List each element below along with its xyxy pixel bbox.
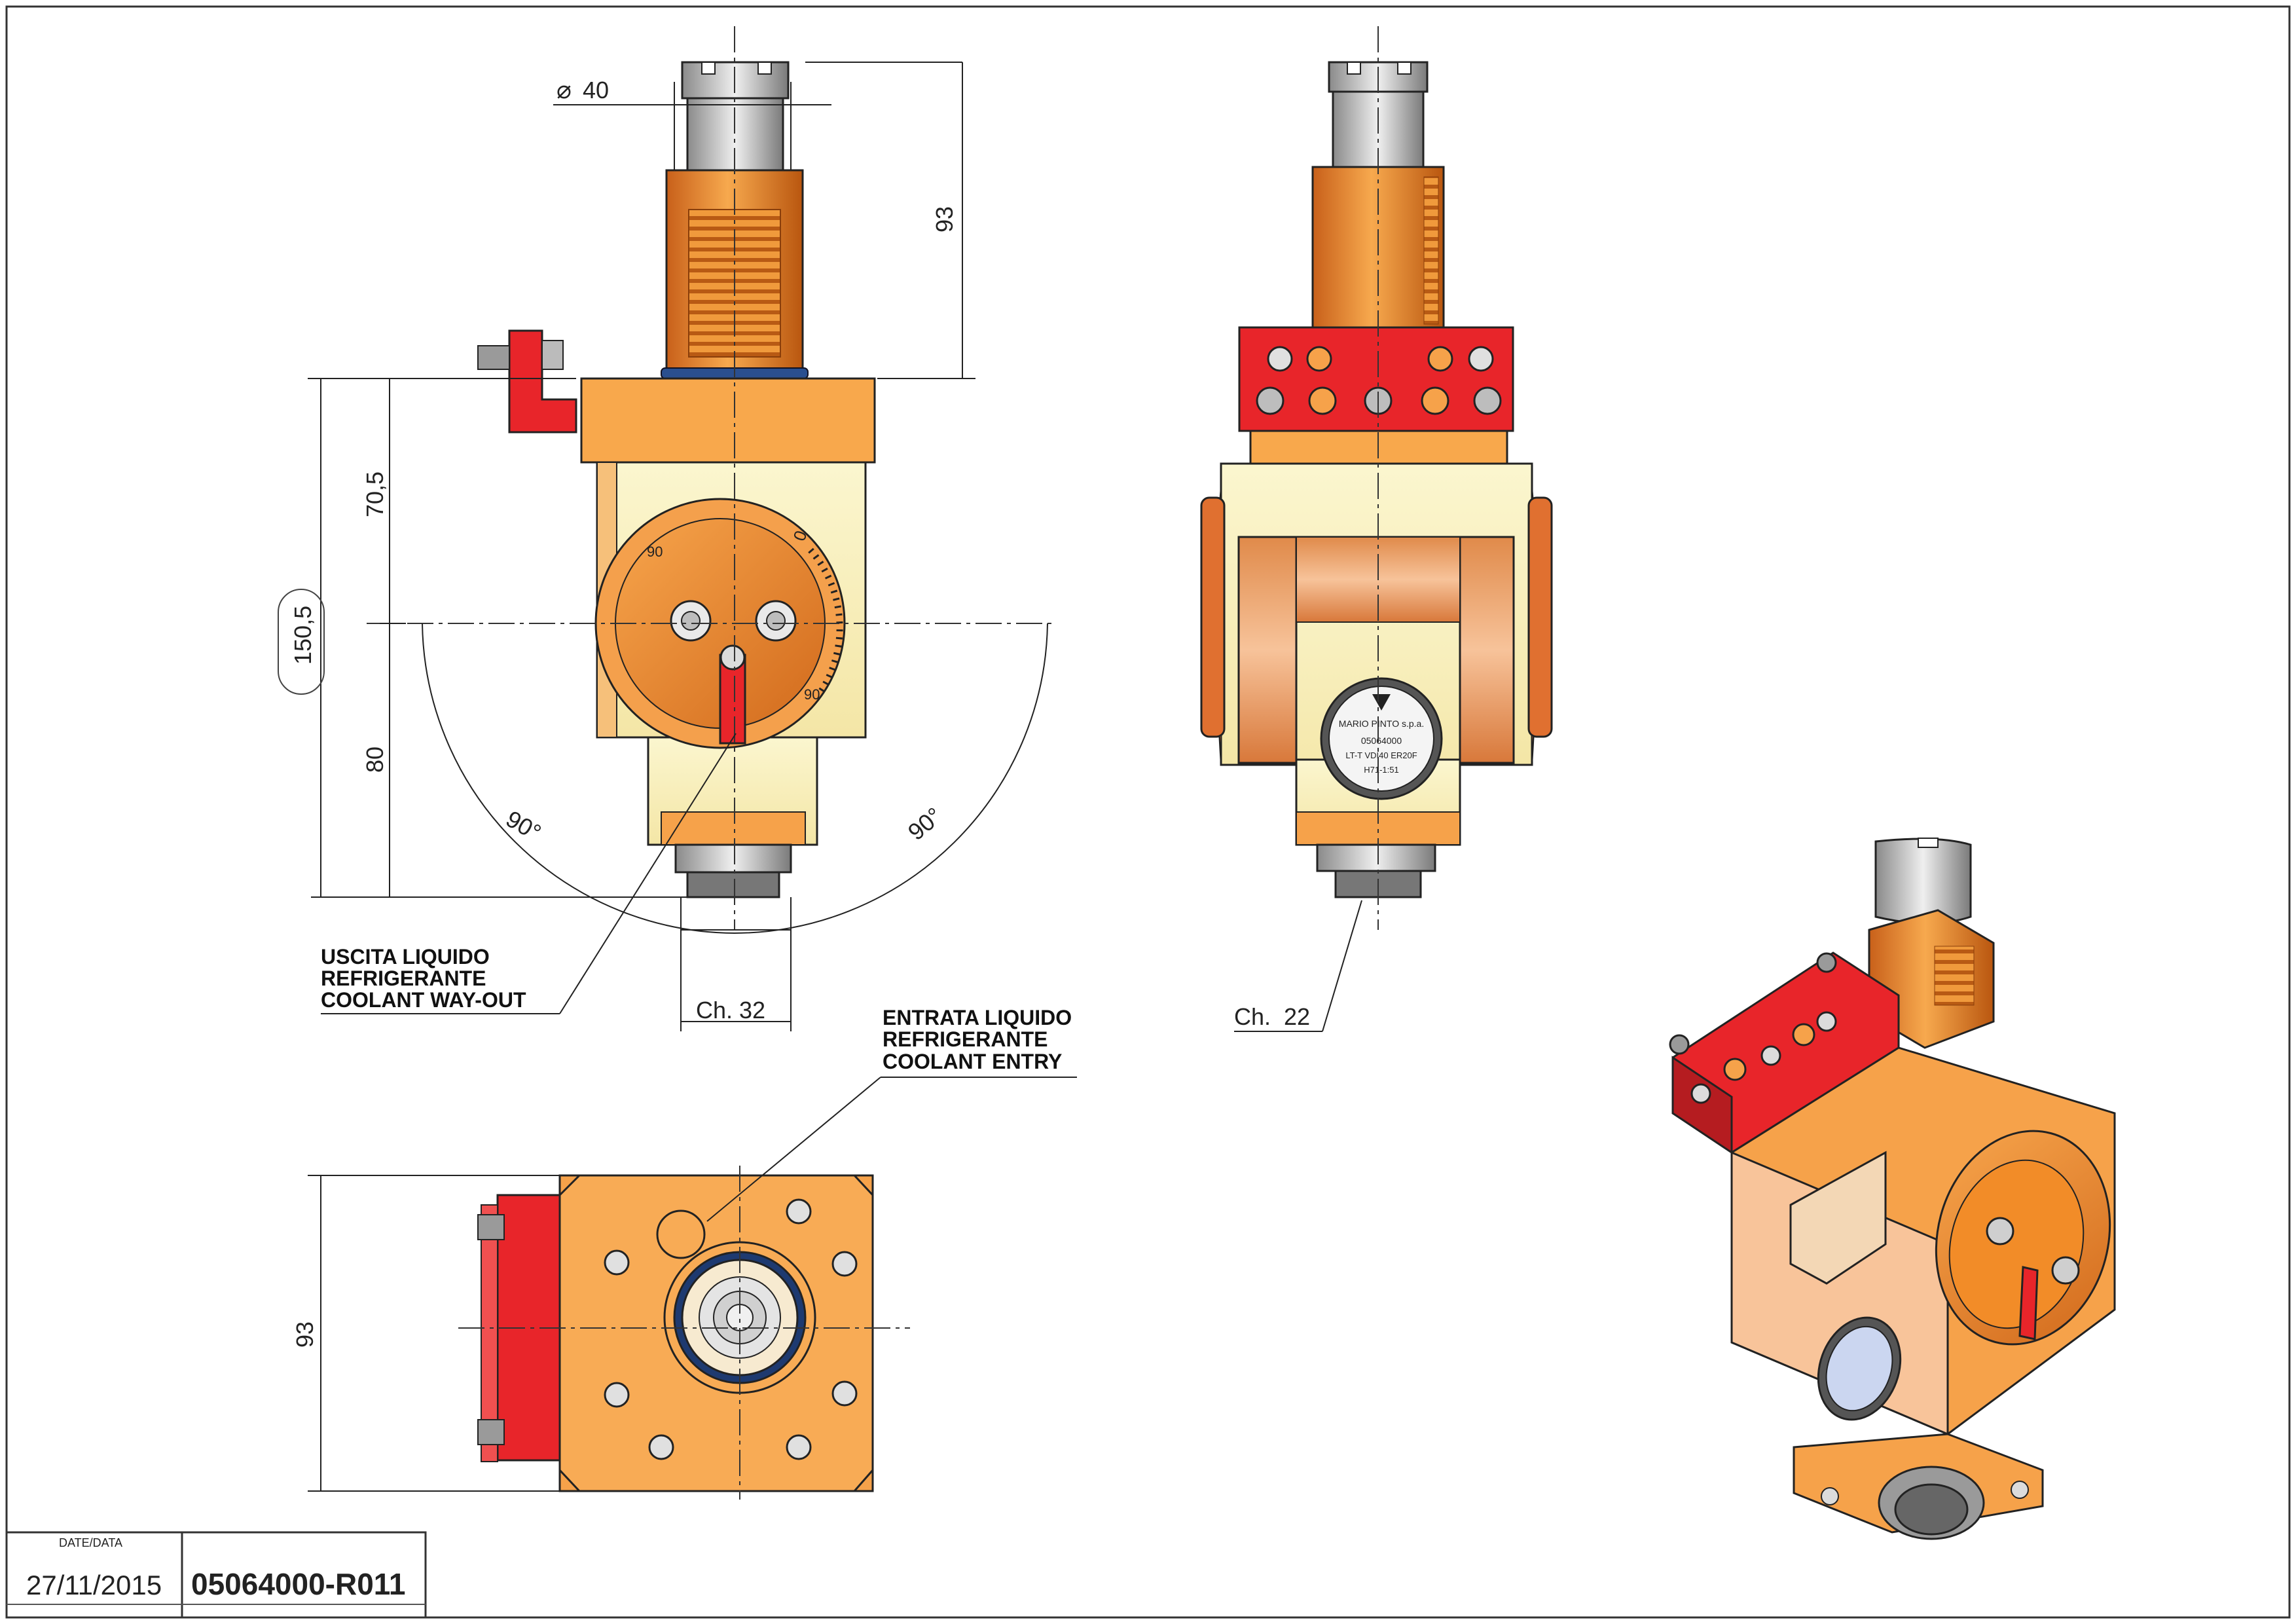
nameplate-brand: MARIO PINTO s.p.a. <box>1339 718 1424 729</box>
callout-out-line1: USCITA LIQUIDO <box>321 945 490 969</box>
dim-angle-right: 90° <box>903 802 947 845</box>
callout-in-line3: COOLANT ENTRY <box>883 1050 1062 1073</box>
callout-in-line1: ENTRATA LIQUIDO <box>883 1006 1072 1029</box>
dim-wrench-front: Ch. 32 <box>696 997 765 1024</box>
diameter-symbol: ⌀ <box>556 77 572 104</box>
side-dimensions <box>1234 900 1362 1032</box>
dim-diameter: 40 <box>583 77 609 103</box>
nameplate-model: LT-T VDI40 ER20F <box>1345 750 1417 760</box>
dim-angle-left: 90° <box>501 805 546 846</box>
callout-out-line2: REFRIGERANTE <box>321 967 486 990</box>
title-drawing-number: 05064000-R011 <box>191 1567 405 1601</box>
drawing-frame <box>5 5 2291 1619</box>
nameplate-ratio: H71-1:51 <box>1364 765 1398 775</box>
dim-height-top: 93 <box>931 206 958 232</box>
front-view: 0 90 90 <box>367 26 1054 930</box>
front-dimension-labels: ⌀ 40 93 70,5 150,5 80 90° 90° Ch. 32 <box>289 77 958 1024</box>
title-date: 27/11/2015 <box>26 1570 162 1600</box>
dial-mark-right: 90 <box>804 686 820 703</box>
callout-coolant-in: ENTRATA LIQUIDO REFRIGERANTE COOLANT ENT… <box>883 1006 1072 1073</box>
front-dimensions <box>278 62 1048 1031</box>
dim-height-plan: 93 <box>291 1321 318 1348</box>
isometric-view <box>1669 838 2116 1540</box>
title-date-label: DATE/DATA <box>59 1536 122 1549</box>
dim-height-upper: 70,5 <box>361 471 388 517</box>
callout-in-line2: REFRIGERANTE <box>883 1027 1048 1051</box>
side-view: MARIO PINTO s.p.a. 05064000 LT-T VDI40 E… <box>1200 26 1553 930</box>
dim-height-total: 150,5 <box>289 606 316 665</box>
callout-coolant-out: USCITA LIQUIDO REFRIGERANTE COOLANT WAY-… <box>321 945 526 1012</box>
dial-mark-left: 90 <box>647 544 663 560</box>
plan-dimensions <box>308 1077 1077 1492</box>
dim-wrench-side: Ch. 22 <box>1234 1003 1310 1030</box>
callout-out-line3: COOLANT WAY-OUT <box>321 988 526 1012</box>
title-block <box>5 1531 427 1619</box>
dim-height-lower: 80 <box>361 747 388 773</box>
plan-view <box>458 1166 910 1500</box>
nameplate-code: 05064000 <box>1361 735 1402 746</box>
